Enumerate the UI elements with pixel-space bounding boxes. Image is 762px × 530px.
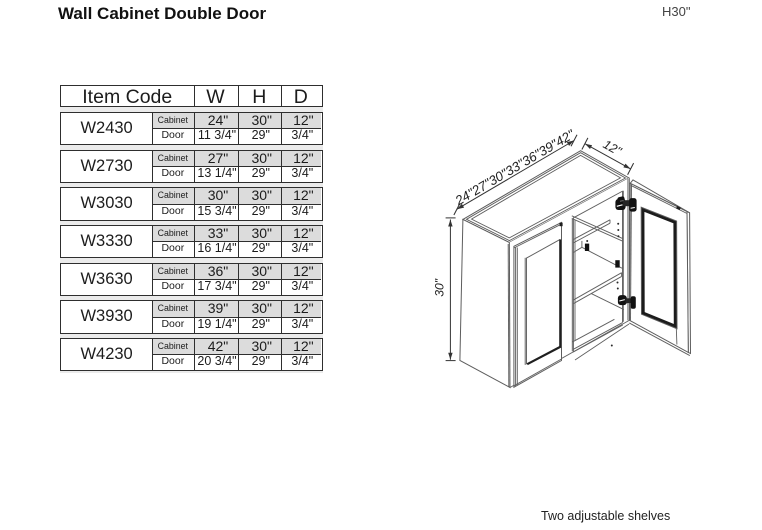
svg-text:12": 12" xyxy=(601,137,624,158)
svg-text:30": 30" xyxy=(433,278,447,297)
